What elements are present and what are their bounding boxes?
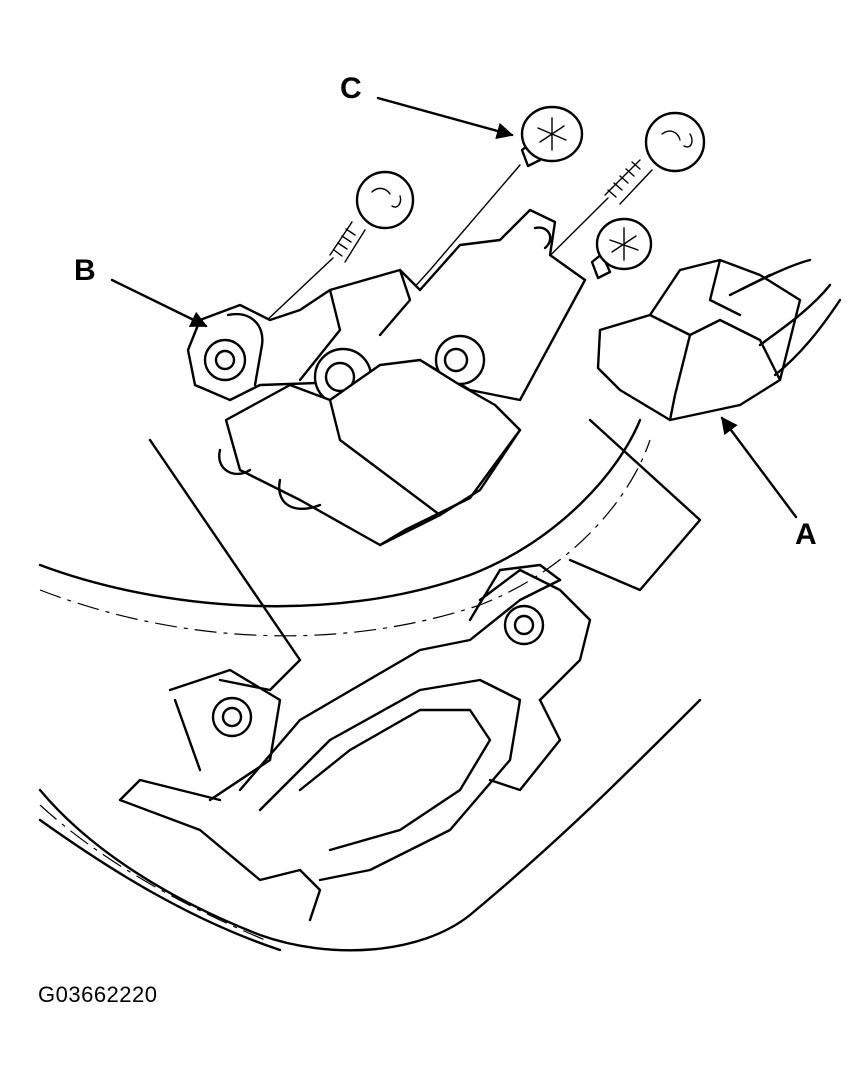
callout-label-c: C: [340, 72, 362, 105]
component-b-module: [186, 208, 587, 547]
callout-leader-lines: [110, 96, 798, 519]
leader-a: [720, 416, 798, 519]
leader-c: [376, 96, 514, 140]
steering-wheel-rim: [38, 418, 702, 952]
mounting-bolt-left: [229, 170, 415, 356]
callout-label-a: A: [795, 518, 817, 551]
component-a-connector: [596, 258, 842, 422]
callout-label-b: B: [74, 254, 96, 287]
leader-b: [110, 278, 208, 328]
screw-lower: [590, 217, 653, 280]
steering-wheel-spoke-bracket: [118, 438, 592, 922]
screw-c: [334, 105, 584, 376]
figure-code: G03662220: [38, 982, 158, 1007]
